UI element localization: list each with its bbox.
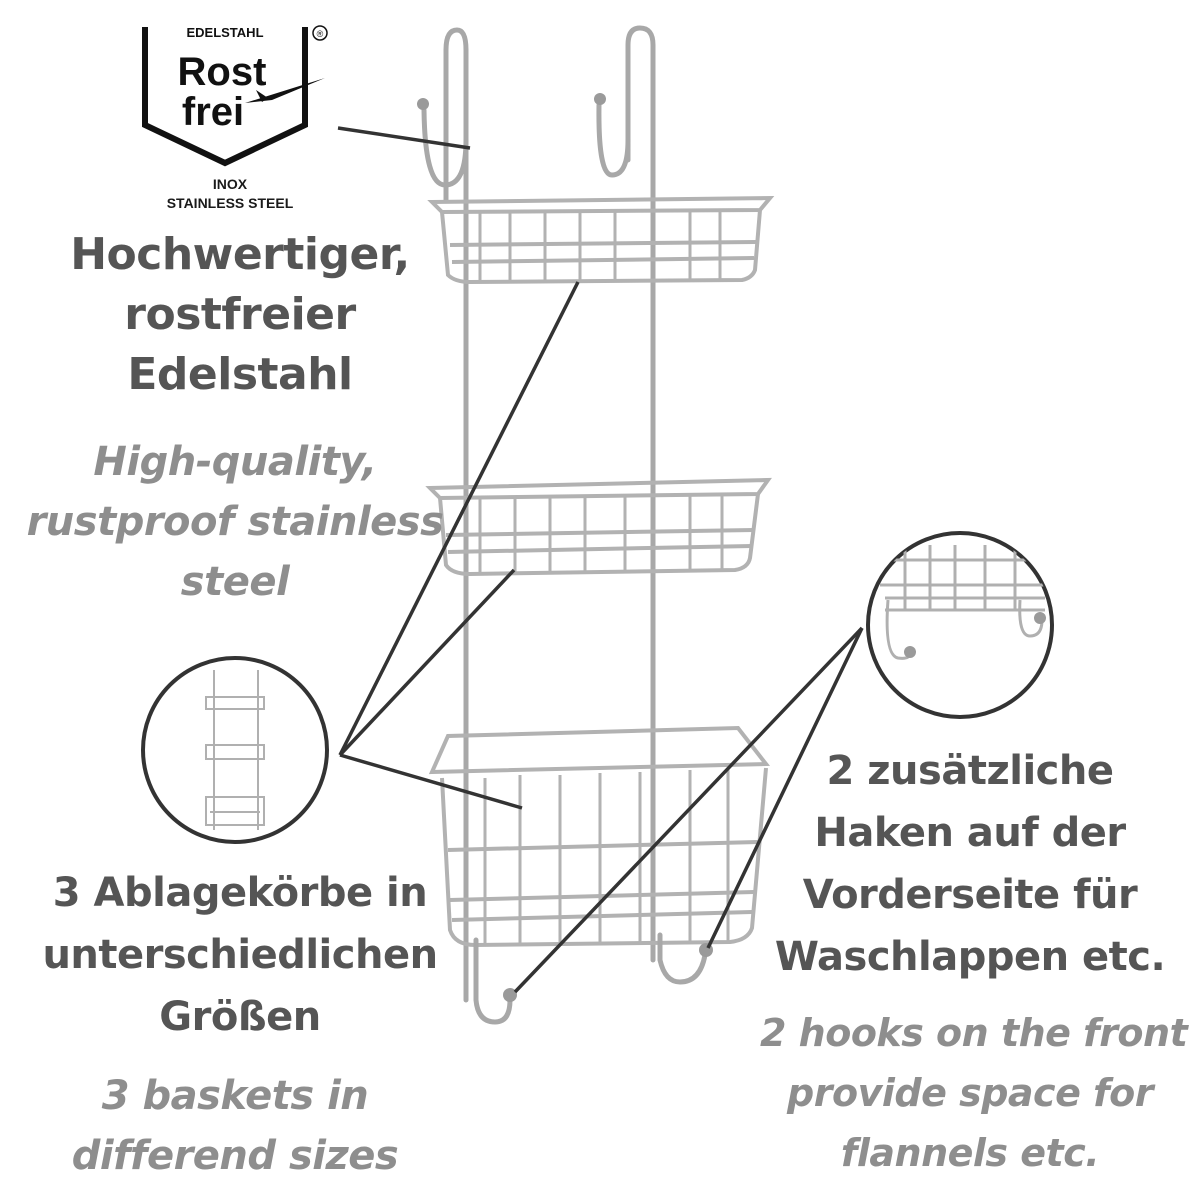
baskets-german-line: unterschiedlichen <box>42 932 438 978</box>
material-english-line: High-quality, <box>93 439 377 485</box>
rack-frame <box>421 25 656 1003</box>
logo-inox-text: INOX <box>212 176 248 192</box>
hooks-english-line: provide space for <box>787 1071 1153 1115</box>
material-german-line: Edelstahl <box>127 349 353 400</box>
hooks-feature-german: 2 zusätzliche Haken auf der Vorderseite … <box>770 740 1170 988</box>
baskets-feature-german: 3 Ablagekörbe in unterschiedlichen Größe… <box>15 862 465 1048</box>
baskets-feature-english: 3 baskets in differend sizes <box>30 1066 440 1186</box>
material-german-line: Hochwertiger, <box>70 229 410 280</box>
baskets-english-line: 3 baskets in <box>101 1073 369 1119</box>
inset-rack-overview <box>141 656 329 844</box>
hooks-german-line: Haken auf der <box>814 810 1126 856</box>
callout-lines <box>337 126 864 994</box>
registered-mark-circle <box>312 25 328 41</box>
material-english-line: steel <box>180 559 290 605</box>
hooks-english-line: 2 hooks on the front <box>760 1011 1188 1055</box>
material-feature-english: High-quality, rustproof stainless steel <box>25 432 445 612</box>
basket-top <box>427 195 775 285</box>
logo-word-frei: frei <box>182 90 244 134</box>
basket-bottom <box>428 725 771 948</box>
logo-top-text: EDELSTAHL <box>186 25 263 40</box>
baskets-english-line: differend sizes <box>71 1133 399 1179</box>
baskets-german-line: 3 Ablagekörbe in <box>52 870 428 916</box>
hook-ball <box>417 98 429 110</box>
material-feature-german: Hochwertiger, rostfreier Edelstahl <box>40 225 440 405</box>
basket-middle <box>425 477 772 577</box>
hook-ball <box>503 988 517 1002</box>
hook-ball <box>594 93 606 105</box>
logo-word-rost: Rost <box>178 50 267 94</box>
hooks-feature-english: 2 hooks on the front provide space for f… <box>760 1003 1188 1183</box>
baskets-german-line: Größen <box>159 994 321 1040</box>
rostfrei-logo: EDELSTAHL ® Rost frei <box>142 25 328 167</box>
logo-stainless-text: STAINLESS STEEL <box>166 195 294 211</box>
inset-hooks-detail <box>866 531 1054 719</box>
registered-mark: ® <box>317 29 324 39</box>
hooks-german-line: 2 zusätzliche <box>826 748 1114 794</box>
hooks-german-line: Vorderseite für <box>802 872 1138 918</box>
material-english-line: rustproof stainless <box>26 499 444 545</box>
hooks-german-line: Waschlappen etc. <box>774 934 1166 980</box>
material-german-line: rostfreier <box>124 289 356 340</box>
front-hooks <box>473 932 708 1025</box>
hooks-english-line: flannels etc. <box>840 1131 1100 1175</box>
